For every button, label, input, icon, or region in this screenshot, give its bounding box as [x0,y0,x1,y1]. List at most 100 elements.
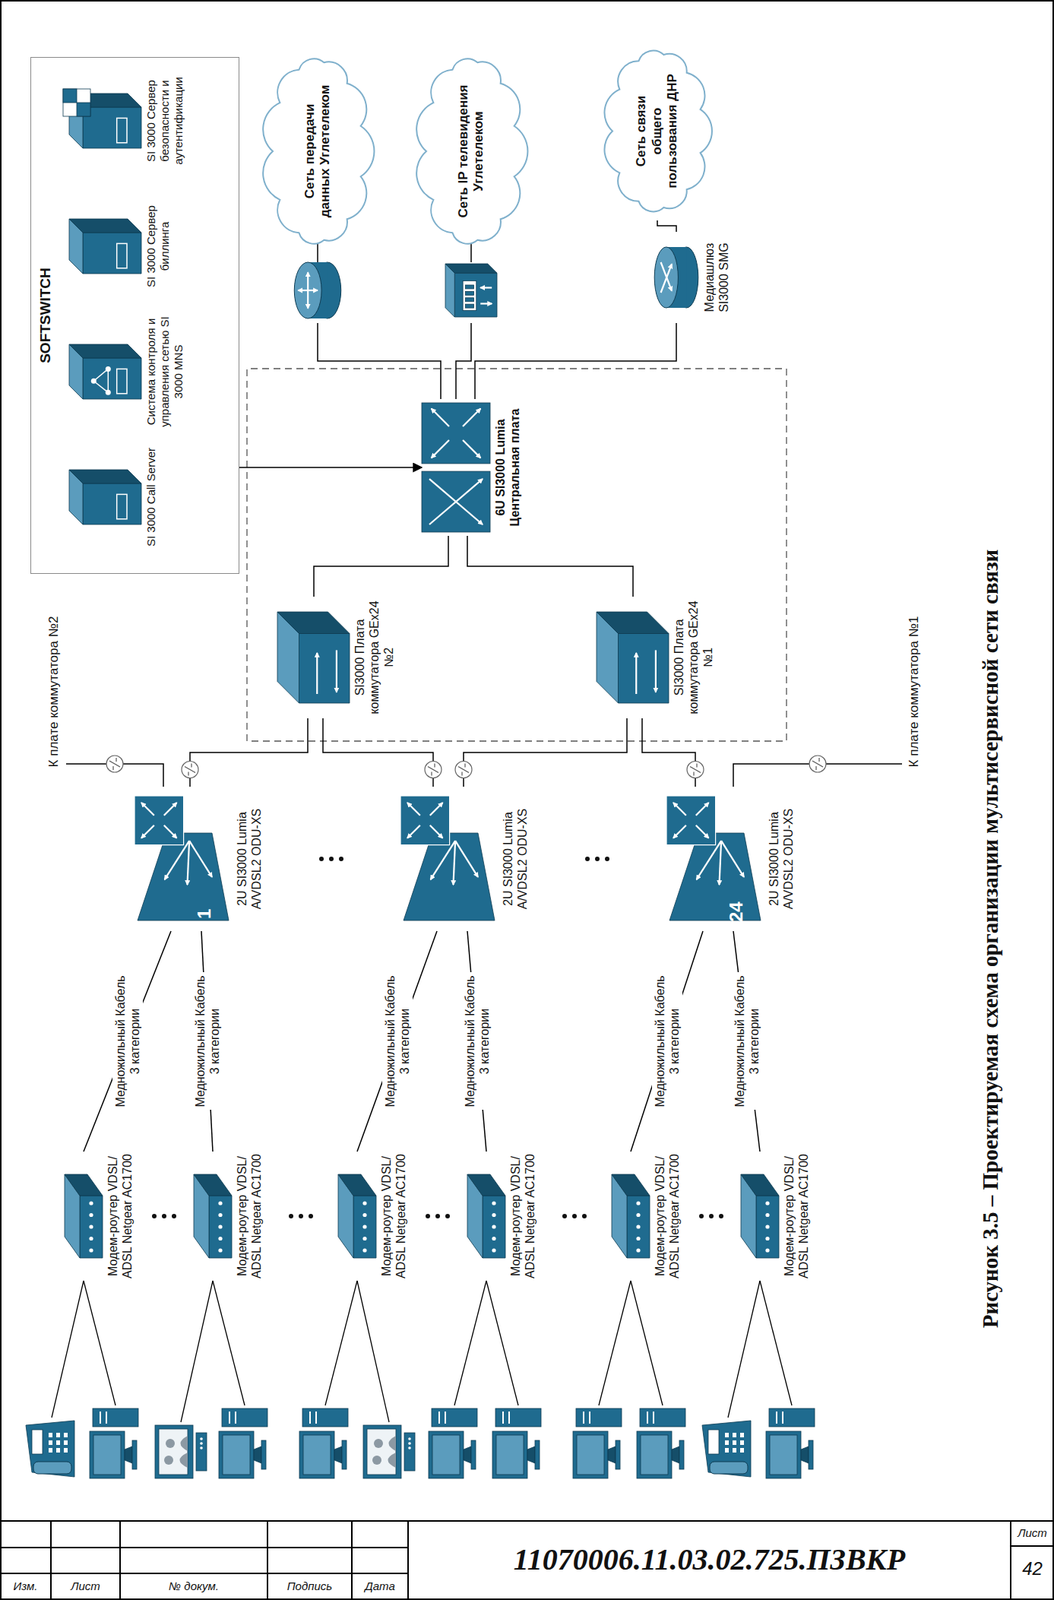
ellipsis-dot [171,1213,177,1219]
dslam-icon [398,794,498,924]
connector [357,930,437,1152]
dslam-node: 2U SI3000 Lumia A/VDSL2 ODU-XS [398,786,530,931]
computer-icon [428,1408,478,1479]
srv-icon [69,344,142,399]
ellipsis-dot [718,1213,724,1219]
computer-icon [572,1408,622,1479]
device-wire [357,1280,390,1422]
ellipsis-dot [604,856,610,861]
gex-icon [277,611,350,703]
title-block-text: № докум. [120,1579,268,1593]
computer-icon [492,1408,542,1479]
node-label: Модем-роутер VDSL/ ADSL Netgear AC1700 [105,1151,135,1281]
ellipsis-dot [329,856,334,861]
ellipsis-dot [582,1213,587,1219]
dslam-icon [132,794,232,924]
ellipsis-dot [435,1213,440,1219]
connector [317,322,441,399]
iptv-server-icon [445,263,497,317]
ellipsis-dot [161,1213,167,1219]
connector [657,220,677,232]
device-wire [630,1280,663,1406]
video-terminal-icon [363,1424,415,1479]
network-cloud: Сеть передачи данных Углетелеком [260,49,375,323]
network-cloud: Сеть связи общего пользования ДНР [600,41,715,221]
central-icon [421,402,491,532]
connector [463,718,627,787]
title-block-text: Дата [351,1579,409,1593]
node-label: Система контроля и управления сетью SI 3… [144,314,186,429]
figure-caption: Рисунок 3.5 – Проектируемая схема органи… [978,368,1004,1509]
modem-icon [193,1174,232,1258]
ip-phone-icon [702,1420,751,1477]
modem-icon [467,1174,506,1258]
server-box: SI 3000 Сервер биллинга [69,189,172,304]
modem-icon [64,1174,103,1258]
ellipsis-dot [425,1213,431,1219]
device-wire [180,1280,213,1422]
device-wire [598,1280,631,1406]
device-wire [83,1280,116,1406]
connector [467,535,634,597]
computer-icon [299,1408,349,1479]
computer-icon [89,1408,139,1479]
edge-label: Медножильный Кабель 3 категории [731,972,763,1111]
computer-icon [218,1408,268,1479]
node-label: 2U SI3000 Lumia A/VDSL2 ODU-XS [766,786,796,931]
connector [313,535,449,597]
dslam-icon [664,794,764,924]
connector [455,322,472,399]
rotated-diagram: SOFTSWITCHSI 3000 Call ServerСистема кон… [18,34,1015,1509]
node-label: 2U SI3000 Lumia A/VDSL2 ODU-XS [500,786,530,931]
ellipsis-dot [298,1213,304,1219]
connector [322,718,434,787]
ellipsis-dot [319,856,324,861]
server-box: Система контроля и управления сетью SI 3… [69,314,186,429]
dslam-node: 24 2U SI3000 Lumia A/VDSL2 ODU-XS [664,786,796,931]
node-label: 2U SI3000 Lumia A/VDSL2 ODU-XS [234,786,264,931]
node-label: Модем-роутер VDSL/ ADSL Netgear AC1700 [508,1151,538,1281]
node-number: 24 [725,901,748,922]
node-label: Модем-роутер VDSL/ ADSL Netgear AC1700 [234,1151,264,1281]
media-gateway: Медиашлюз SI3000 SMG [653,231,732,323]
central-board: 6U SI3000 Lumia Центральная плата [421,398,523,536]
title-block-text: Лист [50,1579,121,1593]
dashed-enclosure [246,368,787,741]
modem-router: Модем-роутер VDSL/ ADSL Netgear AC1700 [611,1151,682,1281]
ellipsis-dot [699,1213,704,1219]
device-wire [727,1280,760,1418]
title-block-text: 42 [1010,1557,1054,1580]
title-block-text: Лист [1010,1525,1054,1540]
device-wire [212,1280,245,1406]
node-number: 1 [193,908,216,919]
ellipsis-dot [151,1213,157,1219]
modem-icon [740,1174,779,1258]
edge-label: Медножильный Кабель 3 категории [652,972,683,1111]
server-box: SI 3000 Сервер безопасности и аутентифик… [69,63,186,178]
ellipsis-dot [338,856,344,861]
node-label: SI3000 Плата коммутатора GEx24 №2 [352,596,397,719]
connector [239,466,422,469]
device-wire [325,1280,358,1406]
edge-label: Медножильный Кабель 3 категории [192,972,223,1111]
link-symbol [424,761,442,779]
node-label: Модем-роутер VDSL/ ADSL Netgear AC1700 [379,1151,409,1281]
link-symbol [455,761,472,779]
port-reference: К плате коммутатора №2 [46,604,62,779]
device-wire [51,1280,84,1418]
srv-icon [69,218,142,274]
node-label: SI 3000 Call Server [144,439,159,554]
dslam-node: 1 2U SI3000 Lumia A/VDSL2 ODU-XS [132,786,264,931]
computer-icon [765,1408,815,1479]
link-symbol [106,755,124,773]
switch-board: SI3000 Плата коммутатора GEx24 №2 [277,596,397,719]
node-label: SI 3000 Сервер безопасности и аутентифик… [144,63,186,178]
node-label: Медиашлюз SI3000 SMG [702,231,732,323]
srv-icon [69,93,142,149]
modem-router: Модем-роутер VDSL/ ADSL Netgear AC1700 [740,1151,811,1281]
title-block-text: Подпись [267,1579,352,1593]
device-wire [454,1280,487,1406]
connector [642,718,696,787]
connector [189,718,308,787]
